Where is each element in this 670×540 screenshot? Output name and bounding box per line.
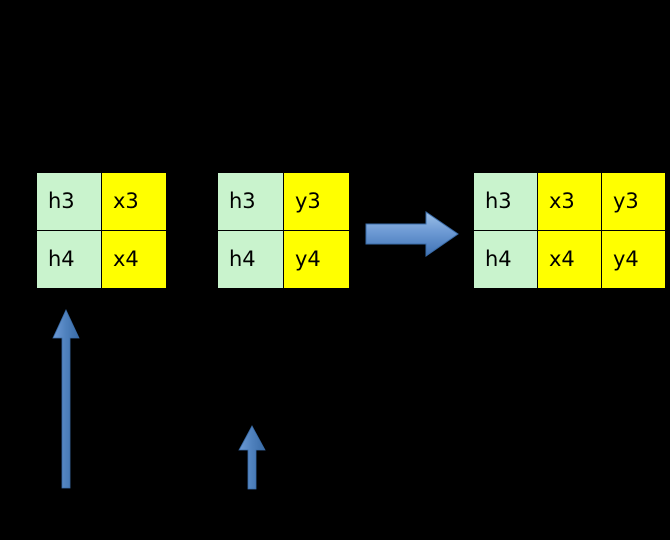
cell-x3: x3 bbox=[537, 172, 602, 231]
h-x-matrix: h3 x3 h4 x4 bbox=[36, 172, 167, 289]
table-row: h4 y4 bbox=[217, 230, 350, 289]
cell-x4: x4 bbox=[537, 230, 602, 289]
cell-h3: h3 bbox=[36, 172, 102, 231]
cell-y4: y4 bbox=[283, 230, 350, 289]
h-x-y-matrix: h3 x3 y3 h4 x4 y4 bbox=[473, 172, 666, 289]
concat-arrow-icon bbox=[365, 211, 459, 257]
table-row: h3 x3 bbox=[36, 172, 167, 231]
pointer-arrow-left-icon bbox=[52, 309, 80, 489]
table-row: h4 x4 y4 bbox=[473, 230, 666, 289]
table-row: h4 x4 bbox=[36, 230, 167, 289]
cell-h4: h4 bbox=[217, 230, 284, 289]
table-row: h3 y3 bbox=[217, 172, 350, 231]
pointer-arrow-middle-icon bbox=[238, 425, 266, 490]
cell-h3: h3 bbox=[217, 172, 284, 231]
cell-x4: x4 bbox=[101, 230, 167, 289]
table-row: h3 x3 y3 bbox=[473, 172, 666, 231]
h-y-matrix: h3 y3 h4 y4 bbox=[217, 172, 350, 289]
cell-h4: h4 bbox=[36, 230, 102, 289]
cell-y3: y3 bbox=[601, 172, 666, 231]
cell-h4: h4 bbox=[473, 230, 538, 289]
cell-y3: y3 bbox=[283, 172, 350, 231]
cell-h3: h3 bbox=[473, 172, 538, 231]
cell-y4: y4 bbox=[601, 230, 666, 289]
cell-x3: x3 bbox=[101, 172, 167, 231]
